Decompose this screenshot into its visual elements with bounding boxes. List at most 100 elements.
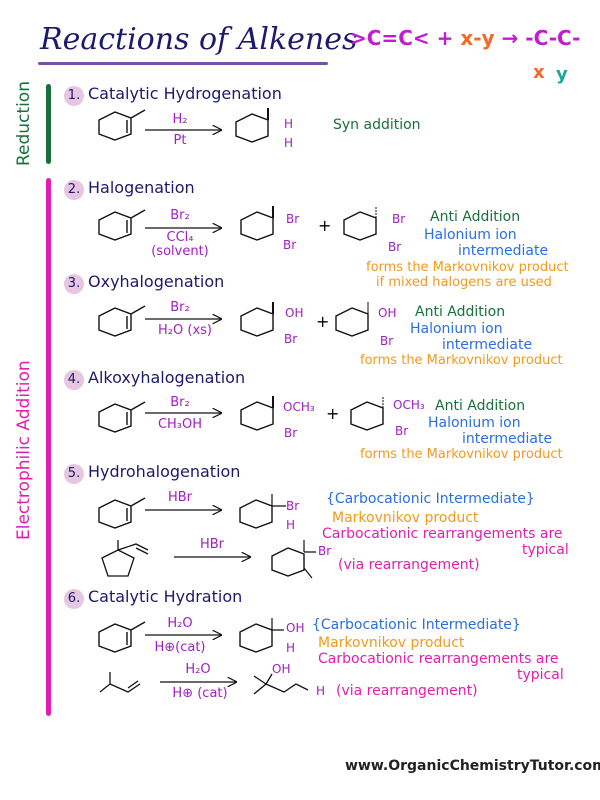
reaction-arrow (174, 547, 254, 567)
product-label: Br (392, 212, 406, 226)
product-molecule (340, 206, 400, 246)
product-molecule (232, 108, 269, 148)
reagent-top: H₂ (172, 112, 188, 127)
note-anti-addition: Anti Addition (415, 304, 506, 320)
section-title-oxyhalogenation: 3.Oxyhalogenation (64, 272, 224, 294)
website-link[interactable]: www.OrganicChemistryTutor.com (345, 758, 600, 774)
product-label: OH (286, 621, 305, 635)
vinylcyclopentane-molecule (101, 540, 149, 577)
product-label: Br (395, 424, 409, 438)
note-markovnikov: Markovnikov product (318, 635, 465, 651)
product-label: Br (284, 426, 298, 440)
note-halonium: Halonium ion (428, 415, 521, 431)
reagent-bottom: Pt (173, 133, 187, 148)
product-molecule (237, 206, 274, 246)
title-underline (38, 62, 328, 65)
product-label: H (286, 518, 296, 532)
product-label: H (284, 136, 294, 150)
note-intermediate: intermediate (442, 337, 533, 353)
section-title-hydrogenation: 1.Catalytic Hydrogenation (64, 84, 282, 106)
reagent-solvent: (solvent) (151, 244, 209, 259)
product-label: Br (318, 544, 332, 558)
reagent-top: HBr (199, 537, 225, 552)
alkene-formula: >C=C< (350, 26, 430, 50)
reagent-top: H₂O (185, 662, 211, 677)
reagent-top: H₂O (167, 616, 193, 631)
product-label: H (284, 117, 294, 131)
reaction-arrow (145, 625, 225, 645)
product-molecule (236, 618, 284, 658)
reagent-top: Br₂ (170, 300, 190, 315)
product-molecule (237, 396, 274, 436)
note-halonium: Halonium ion (410, 321, 503, 337)
note-via-rearrangement: (via rearrangement) (338, 557, 480, 573)
note-anti-addition: Anti Addition (435, 398, 526, 414)
section-title-hydration: 6.Catalytic Hydration (64, 587, 242, 609)
reagent-bottom: H⊕(cat) (154, 640, 206, 655)
note-intermediate: intermediate (462, 431, 553, 447)
note-carbocation: {Carbocationic Intermediate} (312, 617, 521, 633)
product-label: Br (380, 334, 394, 348)
section-title-alkoxyhalogenation: 4.Alkoxyhalogenation (64, 368, 245, 390)
reaction-arrow (145, 120, 225, 140)
general-equation: >C=C< + x-y → -C-C- (350, 26, 580, 50)
reagent-bottom: CCl₄ (166, 230, 194, 245)
category-reduction: Reduction (14, 81, 34, 166)
arrow-icon: → (501, 26, 519, 50)
product-label: H (316, 684, 326, 698)
reaction-arrow (145, 403, 225, 423)
product-label: Br (283, 238, 297, 252)
label-y: y (556, 64, 568, 85)
reduction-bar (46, 84, 51, 164)
page-title: Reactions of Alkenes (40, 22, 358, 57)
product-molecule (236, 494, 286, 534)
product-label: Br (388, 240, 402, 254)
plus-sign: + (436, 26, 454, 50)
note-typical: typical (522, 542, 569, 558)
product-label: OH (285, 306, 304, 320)
note-intermediate: intermediate (458, 243, 549, 259)
plus-sign: + (326, 404, 340, 423)
reaction-arrow (145, 309, 225, 329)
reagent-top: HBr (167, 490, 193, 505)
product-label: OH (272, 662, 291, 676)
reagent-xy: x-y (460, 26, 495, 50)
note-carbocation: {Carbocationic Intermediate} (326, 491, 535, 507)
plus-sign: + (316, 312, 330, 331)
note-markovnikov: forms the Markovnikov product (366, 260, 569, 275)
product-label: Br (286, 499, 300, 513)
reaction-arrow (160, 672, 240, 692)
product-label: OCH₃ (393, 398, 425, 412)
section-title-halogenation: 2.Halogenation (64, 178, 195, 200)
note-typical: typical (517, 667, 564, 683)
electrophilic-bar (46, 178, 51, 716)
note-markovnikov: forms the Markovnikov product (360, 353, 563, 368)
reaction-arrow (145, 500, 225, 520)
product-label: Br (286, 212, 300, 226)
note-markovnikov: forms the Markovnikov product (360, 447, 563, 462)
note-rearrangements: Carbocationic rearrangements are (322, 526, 563, 542)
reagent-bottom: H₂O (xs) (158, 323, 212, 338)
reagent-bottom: H⊕ (cat) (172, 686, 228, 701)
product-molecule (268, 540, 316, 579)
product-molecule (332, 302, 392, 342)
note-mixed-halogens: if mixed halogens are used (376, 275, 552, 290)
note-anti-addition: Anti Addition (430, 209, 521, 225)
label-x: x (533, 62, 545, 83)
reagent-top: Br₂ (170, 208, 190, 223)
note-rearrangements: Carbocationic rearrangements are (318, 651, 559, 667)
product-label: Br (284, 332, 298, 346)
reagent-top: Br₂ (170, 395, 190, 410)
note-via-rearrangement: (via rearrangement) (336, 683, 478, 699)
reagent-bottom: CH₃OH (157, 417, 203, 432)
category-electrophilic: Electrophilic Addition (14, 360, 34, 540)
product-label: OCH₃ (283, 400, 315, 414)
product-molecule (347, 396, 407, 436)
product-label: H (286, 641, 296, 655)
section-title-hydrohalogenation: 5.Hydrohalogenation (64, 462, 240, 484)
reaction-arrow (145, 218, 225, 238)
methylbutene-molecule (99, 672, 141, 693)
product-molecule (253, 673, 309, 695)
product-label: OH (378, 306, 397, 320)
